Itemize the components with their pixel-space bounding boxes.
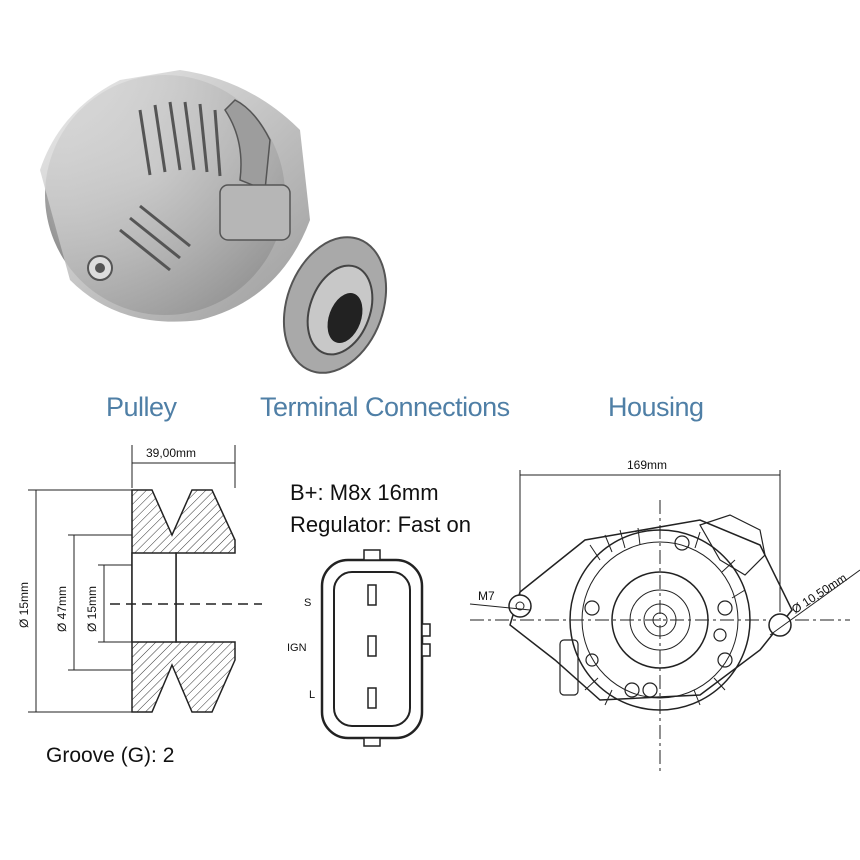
section-title-pulley: Pulley <box>106 392 177 422</box>
housing-width-label: 169mm <box>627 458 667 472</box>
housing-hub-ring <box>611 571 709 669</box>
groove-count: Groove (G): 2 <box>46 744 175 767</box>
pulley-outer-diameter-label: Ø 15mm <box>17 582 31 628</box>
vacuum-pump-body <box>219 184 291 241</box>
connector-latch-1 <box>421 623 431 637</box>
regulator-spec: Regulator: Fast on <box>290 512 471 537</box>
section-title-housing: Housing <box>608 392 704 422</box>
pulley-bore-diameter-label: Ø 15mm <box>85 586 99 632</box>
connector-top-tab <box>363 549 381 561</box>
pin-l <box>367 687 377 709</box>
pulley-drawing <box>28 445 262 713</box>
bplus-spec: B+: M8x 16mm <box>290 480 439 505</box>
connector-bottom-tab <box>363 737 381 747</box>
pulley-width-label: 39,00mm <box>146 446 196 460</box>
housing-outline <box>509 519 793 701</box>
housing-regulator <box>699 514 766 576</box>
housing-outer-ring <box>569 529 751 711</box>
pin-s <box>367 584 377 606</box>
housing-bolts <box>584 535 733 698</box>
pin-ign <box>367 635 377 657</box>
housing-terminal-post <box>559 639 579 696</box>
mount-hole-right <box>768 613 792 637</box>
connector-latch-2 <box>421 643 431 657</box>
pin-label-s: S <box>304 597 311 609</box>
mount-hole-left <box>508 594 532 618</box>
hole-diameter-leader <box>769 569 860 636</box>
terminal-connector-drawing <box>320 549 431 747</box>
housing-hole-diameter-label: Ø 10,50mm <box>789 571 849 617</box>
housing-drawing <box>469 470 860 775</box>
pin-label-ign: IGN <box>287 642 307 654</box>
housing-fins <box>584 527 746 706</box>
alternator-fins <box>119 101 222 272</box>
pulley-groove-diameter-label: Ø 47mm <box>55 586 69 632</box>
alternator-photo <box>40 70 388 374</box>
m7-leader <box>469 603 531 611</box>
housing-fan-ring <box>581 541 739 699</box>
pulley-bore <box>131 552 177 643</box>
pin-label-l: L <box>309 689 315 701</box>
section-title-terminal: Terminal Connections <box>260 392 510 422</box>
housing-thread-label: M7 <box>478 589 495 603</box>
